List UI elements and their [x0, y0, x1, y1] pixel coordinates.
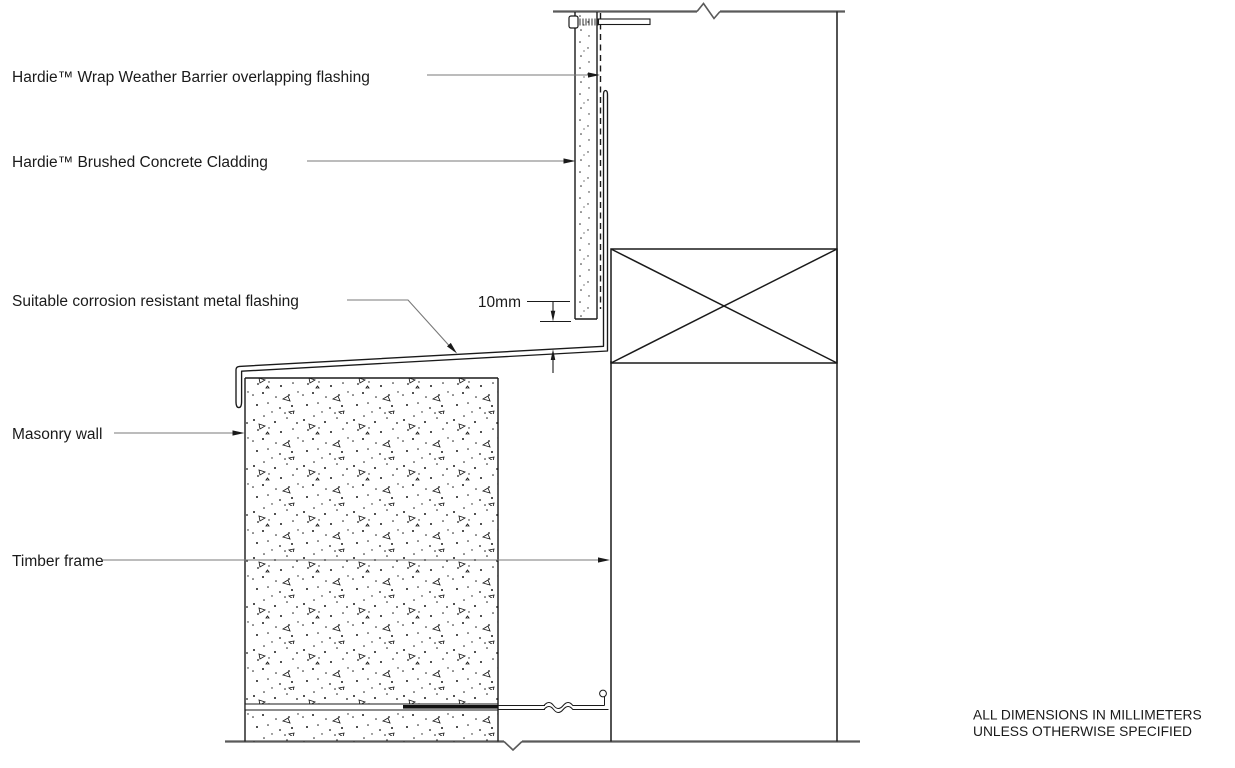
label-cladding: Hardie™ Brushed Concrete Cladding: [12, 154, 268, 171]
top-cut-line: [553, 2, 845, 20]
label-weather-barrier: Hardie™ Wrap Weather Barrier overlapping…: [12, 69, 370, 86]
label-masonry-wall: Masonry wall: [12, 426, 102, 443]
dpc-membrane: [403, 689, 609, 713]
cladding-panel: [574, 12, 598, 320]
leader-metal-flashing: [347, 299, 455, 352]
leader-lines: [102, 74, 599, 561]
dimension-arrow-up: [550, 349, 556, 360]
dimension-10mm: 10mm: [478, 294, 571, 373]
blocking-cross-box: [610, 248, 838, 364]
arrowhead-masonry-wall: [232, 430, 245, 436]
label-metal-flashing: Suitable corrosion resistant metal flash…: [12, 293, 299, 310]
arrowhead-weather-barrier: [588, 72, 600, 78]
note-units-line1: ALL DIMENSIONS IN MILLIMETERS: [973, 708, 1202, 723]
bottom-cut-line: [225, 740, 860, 752]
arrowhead-metal-flashing: [446, 342, 457, 354]
dimension-value: 10mm: [478, 294, 521, 311]
arrowhead-cladding: [563, 158, 576, 164]
note-units-line2: UNLESS OTHERWISE SPECIFIED: [973, 724, 1192, 739]
label-timber-frame: Timber frame: [12, 553, 104, 570]
screw-fastener: [568, 15, 651, 29]
dimension-arrow-down: [550, 310, 556, 322]
leader-arrowheads: [232, 72, 610, 563]
arrowhead-timber-frame: [598, 557, 610, 563]
metal-flashing-profile: [235, 89, 609, 409]
